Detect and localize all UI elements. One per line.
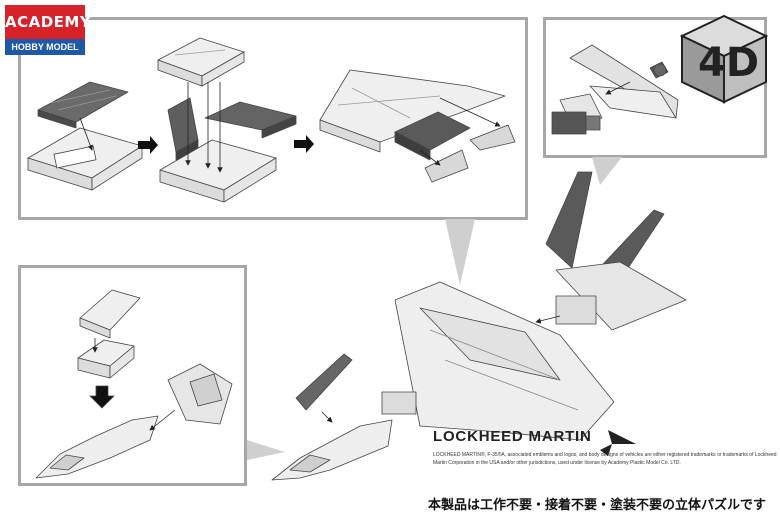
brand-tagline: HOBBY MODEL KITS <box>5 39 85 68</box>
licensor-name: LOCKHEED MARTIN <box>433 428 592 445</box>
4d-cube-badge: 4D <box>679 14 769 104</box>
step-arrow-2 <box>294 135 314 153</box>
step1-parts <box>27 81 143 191</box>
licensor-block: LOCKHEED MARTIN <box>433 428 733 445</box>
callout-wedge-tail <box>592 157 622 185</box>
step2-parts <box>157 37 297 203</box>
brand-name: ACADEMY <box>5 5 91 39</box>
callout-wedge-top <box>445 219 475 285</box>
main-jet-assembly <box>271 171 687 481</box>
licensor-legal-text: LOCKHEED MARTIN®, F-35®A, associated emb… <box>433 452 777 466</box>
badge-text: 4D <box>698 40 759 86</box>
academy-logo: ACADEMY HOBBY MODEL KITS <box>5 5 91 68</box>
step3-parts <box>319 69 516 183</box>
tail-parts <box>551 44 679 135</box>
step-arrow-1 <box>138 136 158 154</box>
callout-wedge-nose <box>247 440 285 460</box>
nose-parts <box>35 289 233 479</box>
lockheed-martin-star-logo <box>600 430 636 456</box>
product-caption: 本製品は工作不要・接着不要・塗装不要の立体パズルです <box>427 498 766 513</box>
